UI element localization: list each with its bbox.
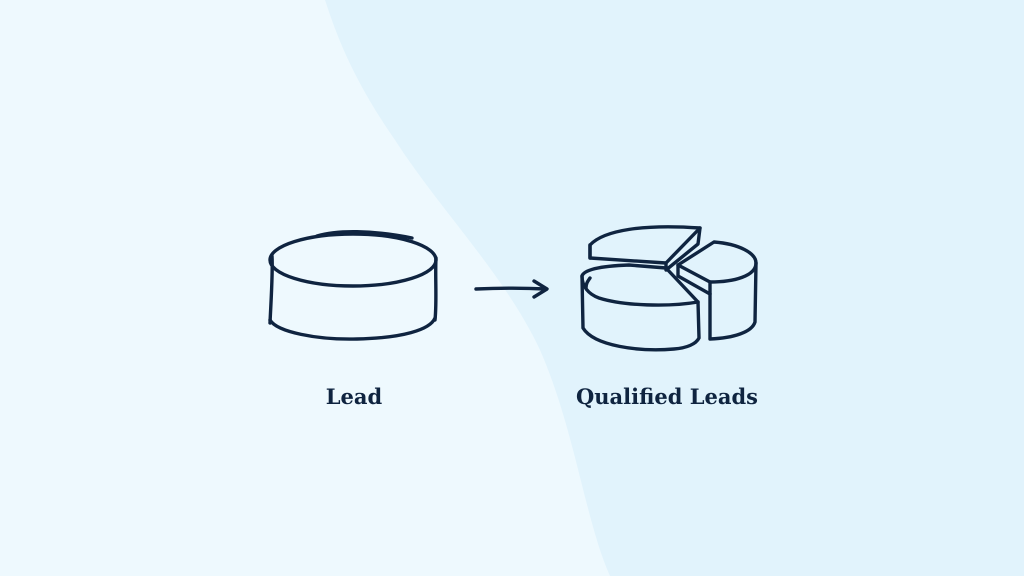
front-pie-segment <box>580 263 701 352</box>
qualified-leads-label: Qualified Leads <box>576 384 758 409</box>
background-right-wave-panel <box>325 0 1024 576</box>
arrow-right-icon <box>474 279 549 299</box>
lead-label: Lead <box>325 384 383 409</box>
segmented-pie-cylinder-icon <box>580 225 758 352</box>
right-pie-segment <box>676 240 758 341</box>
single-cylinder-icon <box>268 230 438 341</box>
top-pie-segment <box>588 225 702 272</box>
